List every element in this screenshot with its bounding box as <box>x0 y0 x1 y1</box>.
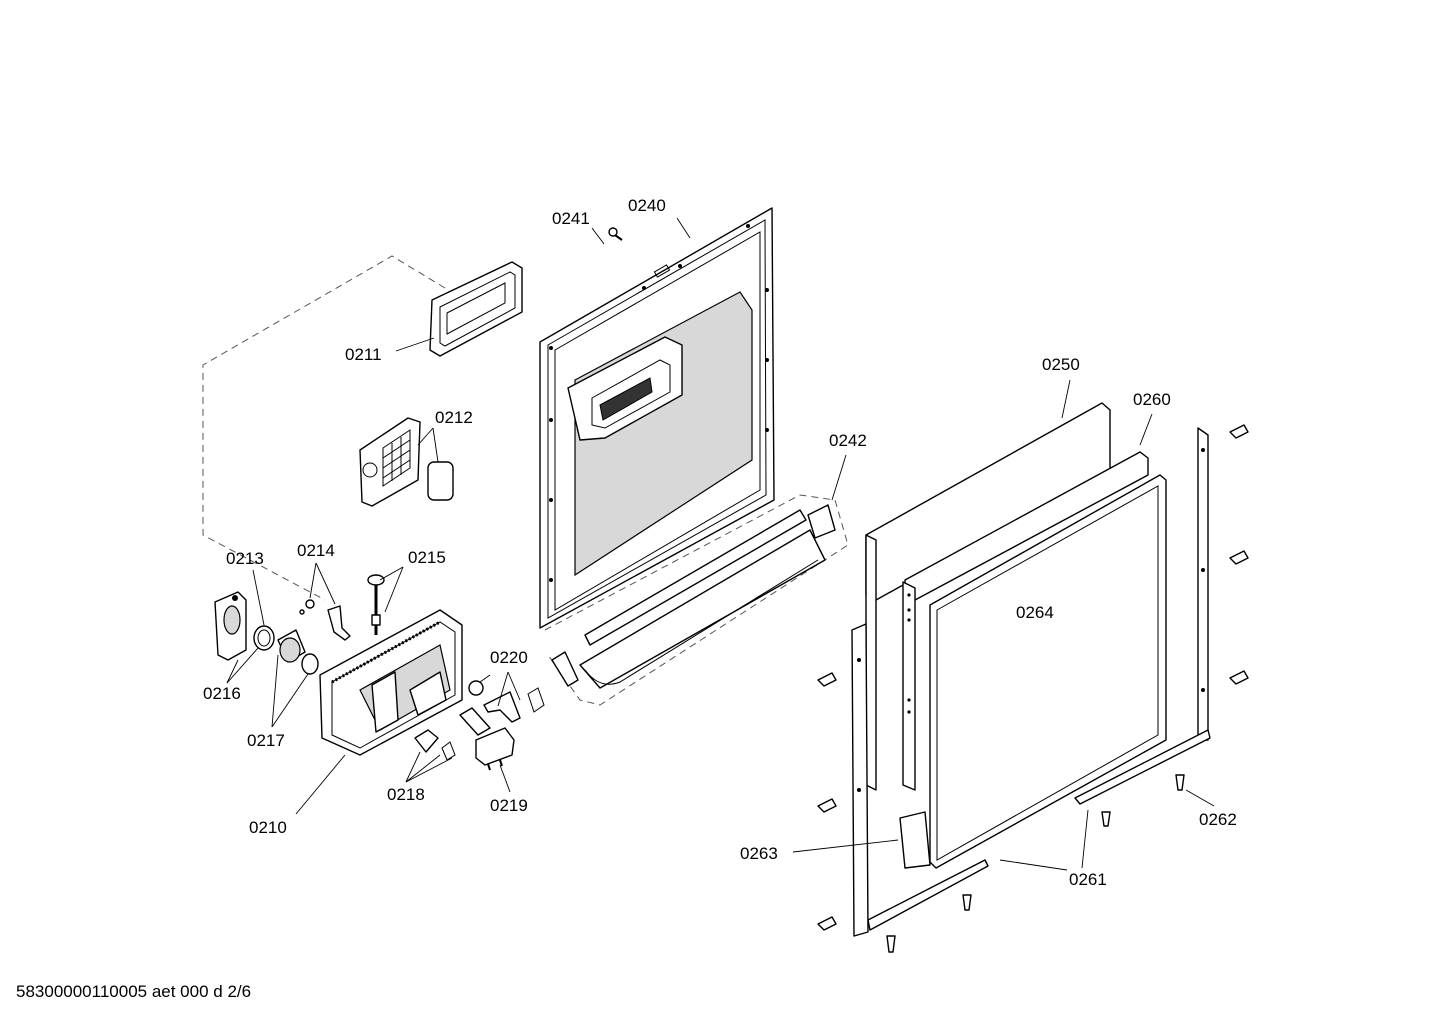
label-0263: 0263 <box>740 844 778 863</box>
label-0218: 0218 <box>387 785 425 804</box>
lever-0218 <box>414 729 439 753</box>
label-0241: 0241 <box>552 209 590 228</box>
ball-0220 <box>468 680 484 696</box>
lever-0214 <box>327 605 351 641</box>
ring-seal <box>253 625 275 651</box>
label-0215: 0215 <box>408 548 446 567</box>
arm-0220 <box>459 707 491 736</box>
ring-seal-inner <box>257 629 271 647</box>
side-frame-right <box>1074 427 1211 805</box>
spring-0214 <box>299 599 315 615</box>
label-0261: 0261 <box>1069 870 1107 889</box>
label-0262: 0262 <box>1199 810 1237 829</box>
label-0242: 0242 <box>829 431 867 450</box>
inner-door-panel <box>539 207 775 629</box>
control-assembly-dashed-outline <box>202 255 446 601</box>
spring-0220 <box>527 687 545 713</box>
label-0212: 0212 <box>435 408 473 427</box>
gasket-frame <box>429 261 523 357</box>
leader-lines <box>226 217 1215 871</box>
drawing-reference-footer: 58300000110005 aet 000 d 2/6 <box>16 982 251 1001</box>
spring-0218 <box>441 741 456 761</box>
screws <box>817 424 1249 953</box>
pin-0215 <box>367 574 385 635</box>
arm-0220-b <box>483 691 521 723</box>
part-labels: 0241 0240 0211 0212 0213 0214 0215 0216 … <box>203 196 1237 889</box>
side-frame-left <box>851 623 989 937</box>
label-0240: 0240 <box>628 196 666 215</box>
label-0213: 0213 <box>226 549 264 568</box>
label-0217: 0217 <box>247 731 285 750</box>
inner-frame <box>899 451 1149 869</box>
switch-0219 <box>475 727 515 771</box>
control-housing <box>319 609 463 756</box>
front-panel <box>929 474 1167 869</box>
bottom-trim-strip <box>551 504 836 689</box>
label-0210: 0210 <box>249 818 287 837</box>
dispenser-cover <box>359 417 421 507</box>
ring-seal-2 <box>301 653 319 675</box>
label-0264: 0264 <box>1016 603 1054 622</box>
label-0260: 0260 <box>1133 390 1171 409</box>
bottom-trim-dashed-outline <box>544 494 849 706</box>
label-0216: 0216 <box>203 684 241 703</box>
screw-0241 <box>608 227 623 241</box>
label-0220: 0220 <box>490 648 528 667</box>
seal-pad <box>427 461 454 501</box>
label-0219: 0219 <box>490 796 528 815</box>
label-0211: 0211 <box>345 345 382 364</box>
label-0250: 0250 <box>1042 355 1080 374</box>
knob-shaft <box>277 629 306 663</box>
handle-knob <box>214 591 247 661</box>
label-0214: 0214 <box>297 541 335 560</box>
